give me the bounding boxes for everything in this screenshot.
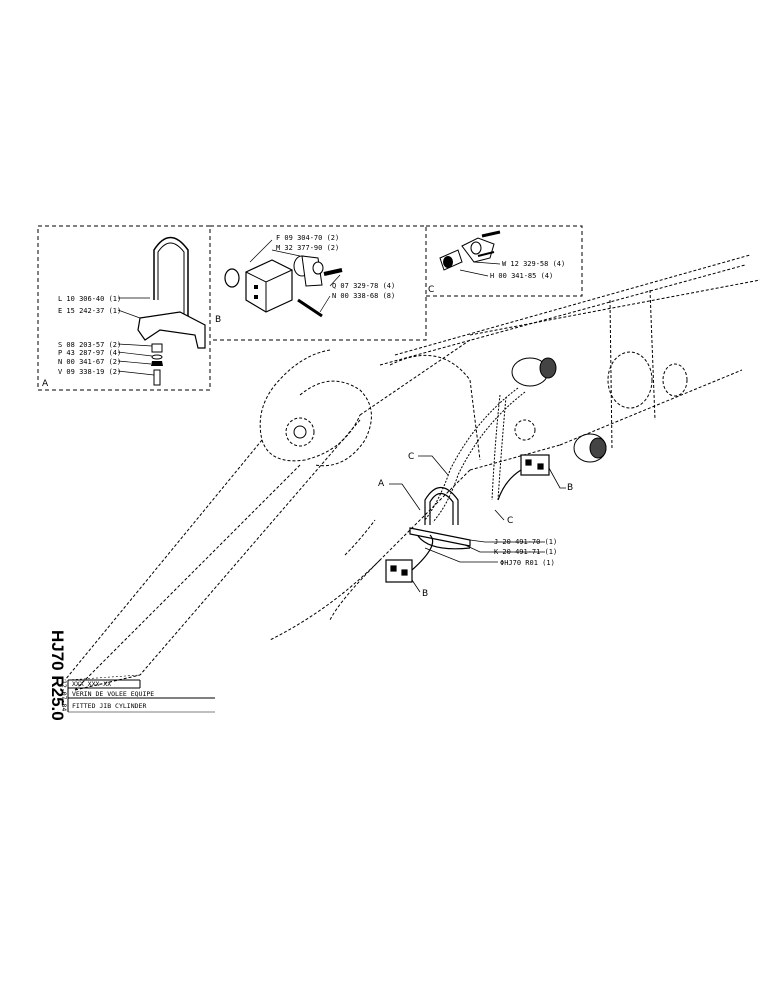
callout-c-right: C xyxy=(507,516,513,526)
part-label: E 15 242-37 (1) xyxy=(58,307,121,315)
main-leaders xyxy=(389,455,566,593)
connector-blocks xyxy=(385,454,550,583)
panel-a: A B L 10 306-40 (1) E 15 242-37 (1) S 08… xyxy=(37,225,221,391)
boom-outline xyxy=(64,254,761,691)
part-label: S 08 203-57 (2) xyxy=(58,341,121,349)
drawing-date: 12-07-84 xyxy=(60,680,68,711)
part-label: N 00 341-67 (2) xyxy=(58,358,121,366)
part-label: K 20 491-71 (1) xyxy=(494,548,557,556)
hoses xyxy=(424,387,526,523)
boom-fittings xyxy=(511,357,607,463)
part-label: Q 07 329-78 (4) xyxy=(332,282,395,290)
part-label: P 43 287-97 (4) xyxy=(58,349,121,357)
part-label: J 20 491-70 (1) xyxy=(494,538,557,546)
part-label: N 00 338-68 (8) xyxy=(332,292,395,300)
part-label: ΦHJ70 R01 (1) xyxy=(500,559,555,567)
panel-a-callout-b: B xyxy=(215,315,221,325)
panel-b: F 09 304-70 (2) M 32 377-90 (2) Q 07 329… xyxy=(210,225,434,341)
part-label: V 09 338-19 (2) xyxy=(58,368,121,376)
panel-c: W 12 329-58 (4) H 00 341-85 (4) xyxy=(426,225,583,297)
drawing-code: HJ70 R25.0 xyxy=(48,630,67,721)
title-block: HJ70 R25.0 12-07-84 XXX XXX-XX VERIN DE … xyxy=(48,630,215,721)
pivot-pins xyxy=(285,351,688,447)
callout-c-top: C xyxy=(408,452,414,462)
part-label: M 32 377-90 (2) xyxy=(276,244,339,252)
panel-a-ref: A xyxy=(42,379,49,389)
part-label: F 09 304-70 (2) xyxy=(276,234,339,242)
drawing-number: XXX XXX-XX xyxy=(72,680,111,688)
title-french: VERIN DE VOLEE EQUIPE xyxy=(72,690,154,698)
panel-b-callout-c: C xyxy=(428,285,434,295)
callout-b-top: B xyxy=(567,483,573,493)
part-label: W 12 329-58 (4) xyxy=(502,260,565,268)
clamp-a xyxy=(409,486,471,550)
part-label: H 00 341-85 (4) xyxy=(490,272,553,280)
callout-a: A xyxy=(378,479,385,489)
title-english: FITTED JIB CYLINDER xyxy=(72,702,146,710)
part-label: L 10 306-40 (1) xyxy=(58,295,121,303)
callout-b-bottom: B xyxy=(422,589,428,599)
